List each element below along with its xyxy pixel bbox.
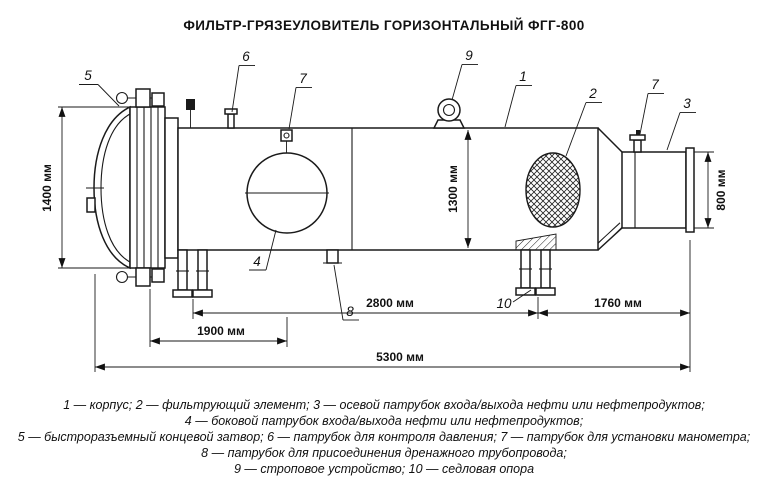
svg-text:2: 2	[588, 86, 597, 101]
saddle-support-left	[172, 249, 213, 298]
svg-text:1: 1	[519, 69, 527, 84]
callout-7-left: 7	[288, 71, 312, 130]
dimensions: 1400 мм 1300 мм 800 мм 2800 мм 1760 мм	[40, 106, 728, 372]
svg-text:10: 10	[496, 296, 512, 311]
manometer-nozzle-left	[280, 129, 293, 153]
closure-top-hardware	[115, 88, 195, 128]
callouts: 5 6 7 9 1 2 7	[79, 48, 696, 321]
drawing-title: ФИЛЬТР-ГРЯЗЕУЛОВИТЕЛЬ ГОРИЗОНТАЛЬНЫЙ ФГГ…	[183, 18, 584, 33]
dim-label-1760: 1760 мм	[594, 296, 642, 310]
svg-text:8: 8	[346, 304, 354, 319]
dim-label-5300: 5300 мм	[376, 350, 424, 364]
dim-label-800: 800 мм	[714, 169, 728, 210]
axial-nozzle-assembly	[597, 127, 695, 251]
dim-5300: 5300 мм	[94, 274, 690, 372]
manometer-nozzle-right	[629, 130, 646, 153]
cone-top-edge	[597, 127, 623, 153]
callout-8: 8	[333, 264, 359, 321]
dim-2800: 2800 мм	[192, 296, 539, 319]
callout-1: 1	[504, 69, 532, 128]
shell-boss-top	[186, 99, 195, 110]
svg-text:9: 9	[465, 48, 473, 63]
saddle-support-right	[515, 249, 556, 296]
dim-1900: 1900 мм	[149, 289, 288, 347]
dim-1400: 1400 мм	[40, 106, 130, 269]
svg-text:5: 5	[84, 68, 92, 83]
quick-closure-flange	[129, 106, 179, 269]
clamp-block-top	[135, 88, 151, 108]
callout-4: 4	[249, 229, 277, 271]
callout-10: 10	[496, 289, 532, 311]
callout-9: 9	[451, 48, 478, 101]
dim-label-1400: 1400 мм	[40, 164, 54, 212]
svg-text:3: 3	[683, 96, 691, 111]
legend-line-5: 9 — строповое устройство; 10 — седловая …	[234, 462, 534, 476]
dim-1300: 1300 мм	[446, 130, 472, 248]
side-nozzle	[245, 152, 329, 234]
svg-text:7: 7	[299, 71, 307, 86]
dim-label-2800: 2800 мм	[366, 296, 414, 310]
svg-text:6: 6	[242, 49, 250, 64]
shell-side-flange-ring	[164, 117, 179, 259]
closure-bottom-hardware	[115, 267, 165, 287]
legend-line-1: 1 — корпус; 2 — фильтрующий элемент; 3 —…	[63, 398, 705, 412]
drain-nozzle	[323, 249, 342, 264]
hinge-pin-top	[115, 91, 129, 105]
hinge-pin-bottom	[115, 270, 129, 284]
legend-line-4: 8 — патрубок для присоединения дренажног…	[201, 446, 567, 460]
callout-7-right: 7	[639, 77, 664, 135]
lifting-lug-ring	[437, 98, 461, 122]
axial-nozzle-flange	[685, 147, 695, 233]
cone-wall-hatch	[598, 222, 622, 250]
closure-flange-body	[129, 106, 166, 269]
dim-800: 800 мм	[694, 151, 728, 229]
legend-line-2: 4 — боковой патрубок входа/выхода нефти …	[185, 414, 584, 428]
legend-line-3: 5 — быстроразъемный концевой затвор; 6 —…	[18, 430, 751, 444]
svg-text:4: 4	[253, 254, 261, 269]
legend: 1 — корпус; 2 — фильтрующий элемент; 3 —…	[18, 398, 751, 476]
axial-nozzle-pipe	[621, 151, 687, 229]
dim-1760: 1760 мм	[538, 240, 691, 372]
vessel-head	[93, 105, 131, 270]
pressure-control-nozzle	[224, 108, 238, 129]
callout-2: 2	[565, 86, 602, 157]
callout-6: 6	[231, 49, 255, 113]
svg-text:7: 7	[651, 77, 659, 92]
dim-label-1300: 1300 мм	[446, 165, 460, 213]
lifting-lug	[432, 98, 466, 129]
vessel	[86, 88, 695, 298]
callout-5: 5	[79, 68, 120, 107]
clamp-block-bottom	[135, 267, 151, 287]
dim-label-1900: 1900 мм	[197, 324, 245, 338]
callout-3: 3	[666, 96, 696, 151]
head-hinge-bracket	[86, 197, 96, 213]
filter-element	[525, 152, 581, 228]
